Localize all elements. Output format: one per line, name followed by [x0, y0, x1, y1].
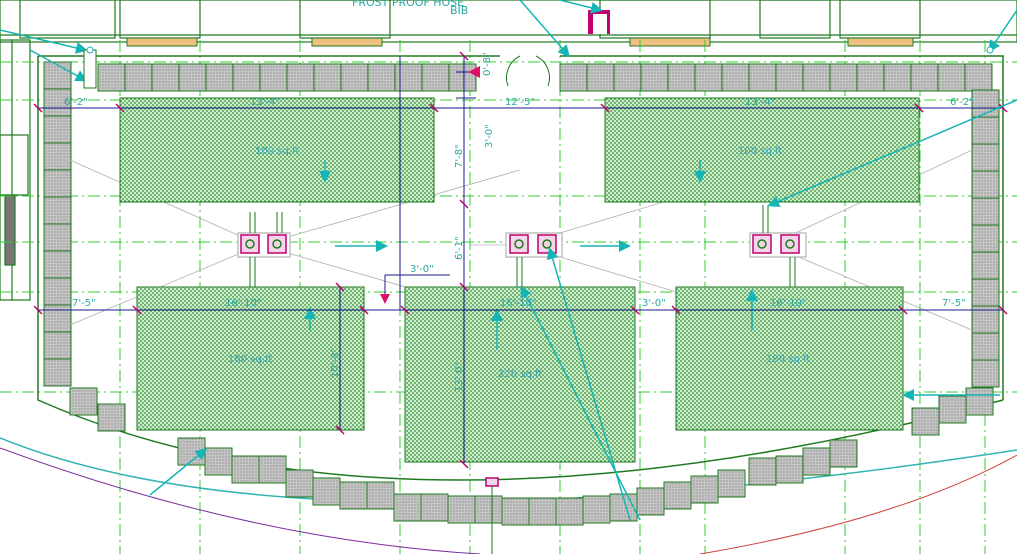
planter-area-label: 100 sq.ft — [738, 146, 782, 157]
title-fragment: FROST PROOF HOSE — [352, 0, 464, 9]
dim-v-left-planter: 10'-8" — [330, 348, 341, 378]
dim-v-tiny: 0'-8" — [482, 52, 493, 76]
planter-width-label: 16'-10" — [500, 298, 536, 309]
planter-area-label: 220 sq.ft — [498, 369, 542, 380]
planter-area-label: 180 sq.ft — [766, 354, 810, 365]
planter-bottom-middle: 16'-10" 220 sq.ft — [404, 286, 636, 463]
flow-arrows — [0, 0, 1017, 521]
window-sills — [126, 10, 914, 47]
dim-left-top: 6'-2" — [64, 97, 88, 108]
dimension-labels: 6'-2" 6'-2" 12'-5" 7'-5" 7'-5" 3'-0" 3'-… — [64, 52, 974, 392]
door-swing — [505, 55, 551, 87]
dimension-ticks — [33, 51, 1008, 469]
hose-bib-markers — [83, 46, 994, 89]
dim-right-top: 6'-2" — [950, 97, 974, 108]
planter-bottom-right: 16'-10" 180 sq.ft — [675, 286, 904, 431]
planter-top-left: 13'-4" 100 sq.ft — [119, 97, 435, 203]
dim-v-mid-planter: 13'-0" — [454, 362, 465, 392]
building-title: FROST PROOF HOSE BIB — [352, 0, 468, 17]
planter-width-label: 16'-10" — [770, 298, 806, 309]
dimension-lines — [38, 56, 1003, 464]
dim-v-mid: 6'-1" — [454, 236, 465, 260]
planter-area-label: 100 sq.ft — [255, 146, 299, 157]
marker-arrows — [380, 66, 480, 304]
planter-width-label: 13'-4" — [745, 97, 775, 108]
planter-bottom-left: 16'-10" 180 sq.ft — [136, 286, 365, 431]
planter-width-label: 16'-10" — [225, 298, 261, 309]
dim-gap-b: 3'-0" — [642, 298, 666, 309]
dim-v-top: 7'-8" — [454, 144, 465, 168]
planter-area-label: 180 sq.ft — [228, 354, 272, 365]
dim-center-top: 12'-5" — [505, 97, 535, 108]
fixture-pipes — [249, 205, 796, 554]
planter-width-label: 13'-4" — [250, 97, 280, 108]
dim-left-bottom: 7'-5" — [72, 298, 96, 309]
title-bib: BIB — [450, 4, 468, 17]
dim-v-small: 3'-0" — [484, 124, 495, 148]
dim-gap-a: 3'-0" — [410, 264, 434, 275]
planter-top-right: 13'-4" 100 sq.ft — [604, 97, 920, 203]
dim-right-bottom: 7'-5" — [942, 298, 966, 309]
